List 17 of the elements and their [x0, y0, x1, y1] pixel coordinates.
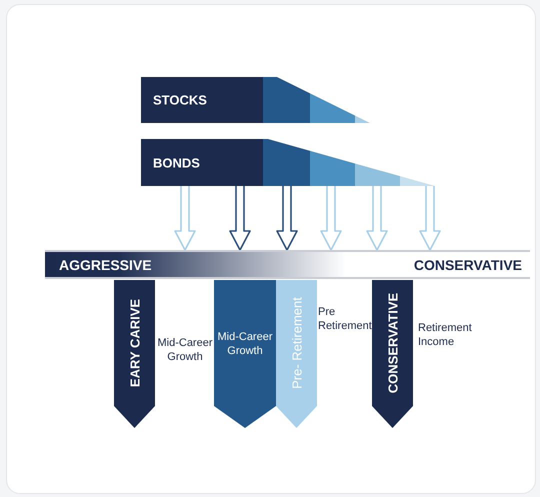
band-label: AGGRESSIVE: [59, 256, 152, 272]
arrow: [419, 185, 441, 251]
arrow: [229, 185, 251, 251]
band-label: CONSERVATIVE: [414, 256, 522, 272]
bar-label: STOCKS: [153, 92, 207, 108]
stage-label: CONSERVATIVE: [385, 292, 400, 394]
stage-note: Mid-Career Growth: [156, 336, 214, 364]
stage-note: Pre Retirement: [318, 305, 372, 333]
arrow: [276, 185, 298, 251]
arrow: [320, 185, 342, 251]
arrow: [174, 185, 196, 251]
stage-note: Retirement Income: [418, 321, 473, 349]
stage-label: Mid-Career Growth: [216, 330, 274, 358]
stage-label: Pre- Retirement: [289, 297, 304, 389]
bar-label: BONDS: [153, 155, 200, 170]
arrow: [366, 185, 388, 251]
stage-label: EARY CARIVE: [127, 298, 142, 388]
